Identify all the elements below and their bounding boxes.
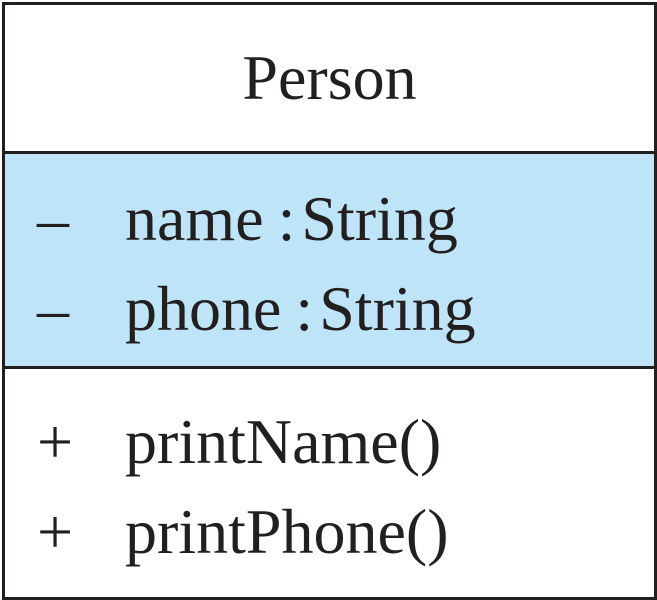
attribute-separator: : (277, 183, 296, 254)
operation-signature: printPhone() (125, 496, 449, 567)
attribute-separator: : (295, 273, 314, 344)
attribute-type: String (319, 273, 476, 344)
operation-row: + printPhone() (5, 487, 654, 577)
operations-compartment: + printName() + printPhone() (5, 369, 654, 597)
operation-row: + printName() (5, 397, 654, 487)
attribute-name: phone (125, 273, 282, 344)
attribute-name: name (125, 183, 264, 254)
visibility-private-marker: – (37, 183, 69, 254)
visibility-public-marker: + (37, 496, 74, 567)
attributes-compartment: – name : String – phone : String (5, 154, 654, 369)
attribute-row: – phone : String (5, 264, 654, 354)
class-name-compartment: Person (5, 5, 654, 154)
visibility-public-marker: + (37, 406, 74, 477)
attribute-row: – name : String (5, 174, 654, 264)
attribute-type: String (301, 183, 458, 254)
class-name: Person (242, 42, 417, 113)
visibility-private-marker: – (37, 273, 69, 344)
operation-signature: printName() (125, 406, 442, 477)
